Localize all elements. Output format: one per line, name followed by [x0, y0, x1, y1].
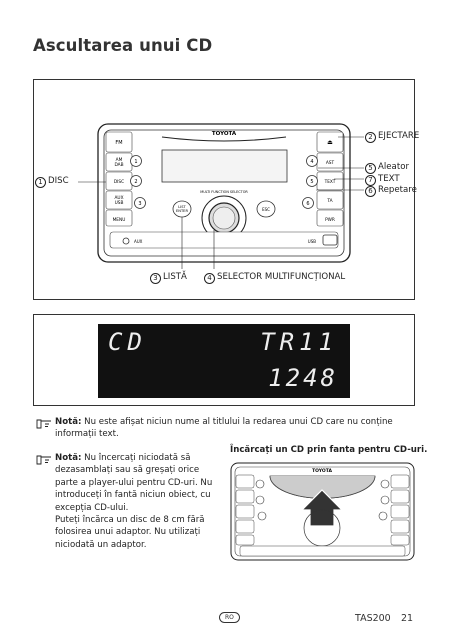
svg-text:AUX: AUX	[114, 195, 123, 201]
display-track: TR11	[260, 328, 338, 356]
radio-illustration: TOYOTA FM AM DAB DISC AUX USB MENU ⏏ AST…	[78, 123, 364, 269]
svg-text:LIST: LIST	[178, 205, 186, 209]
note-hand-icon	[36, 419, 51, 429]
svg-text:DAB: DAB	[114, 162, 123, 168]
footer-model: TAS200	[355, 613, 391, 624]
note-hand-icon	[36, 455, 51, 465]
svg-text:AM: AM	[116, 157, 123, 163]
svg-text:⏏: ⏏	[327, 139, 333, 146]
lcd-display: CD TR11 1248	[98, 324, 350, 398]
svg-text:5: 5	[310, 179, 313, 185]
svg-text:FM: FM	[115, 140, 122, 146]
cd-insert-illustration: TOYOTA	[230, 462, 415, 561]
note-1: Notă: Nu este afișat niciun nume al titl…	[55, 417, 393, 440]
brand-label: TOYOTA	[212, 131, 237, 137]
insert-cd-caption: Încărcați un CD prin fanta pentru CD-uri…	[230, 445, 428, 455]
svg-text:USB: USB	[115, 200, 124, 206]
svg-text:1: 1	[134, 159, 137, 165]
note-2: Notă: Nu încercați niciodată să dezasamb…	[55, 453, 213, 550]
svg-text:2: 2	[134, 179, 137, 185]
svg-text:MENU: MENU	[113, 217, 126, 223]
display-time: 1248	[268, 364, 338, 392]
svg-text:ESC: ESC	[262, 207, 270, 212]
svg-text:3: 3	[138, 201, 141, 207]
page-number: 21	[401, 613, 414, 624]
svg-text:USB: USB	[308, 239, 316, 244]
svg-text:ENTER: ENTER	[176, 209, 188, 213]
svg-text:6: 6	[306, 201, 309, 207]
svg-text:MULTI FUNCTION SELECTOR: MULTI FUNCTION SELECTOR	[200, 190, 248, 194]
svg-text:AST: AST	[326, 160, 335, 166]
svg-text:DISC: DISC	[114, 179, 124, 185]
svg-text:TOYOTA: TOYOTA	[312, 468, 332, 474]
radio-figure: TOYOTA FM AM DAB DISC AUX USB MENU ⏏ AST…	[33, 79, 419, 300]
svg-text:TA: TA	[326, 198, 332, 204]
display-mode: CD	[108, 328, 147, 356]
svg-text:TEXT: TEXT	[324, 179, 336, 185]
language-badge: RO	[219, 612, 240, 623]
svg-text:4: 4	[310, 159, 313, 165]
svg-text:AUX: AUX	[134, 239, 143, 244]
page-title: Ascultarea unui CD	[33, 36, 213, 55]
display-figure: CD TR11 1248	[33, 314, 415, 406]
svg-text:PWR: PWR	[325, 217, 335, 223]
